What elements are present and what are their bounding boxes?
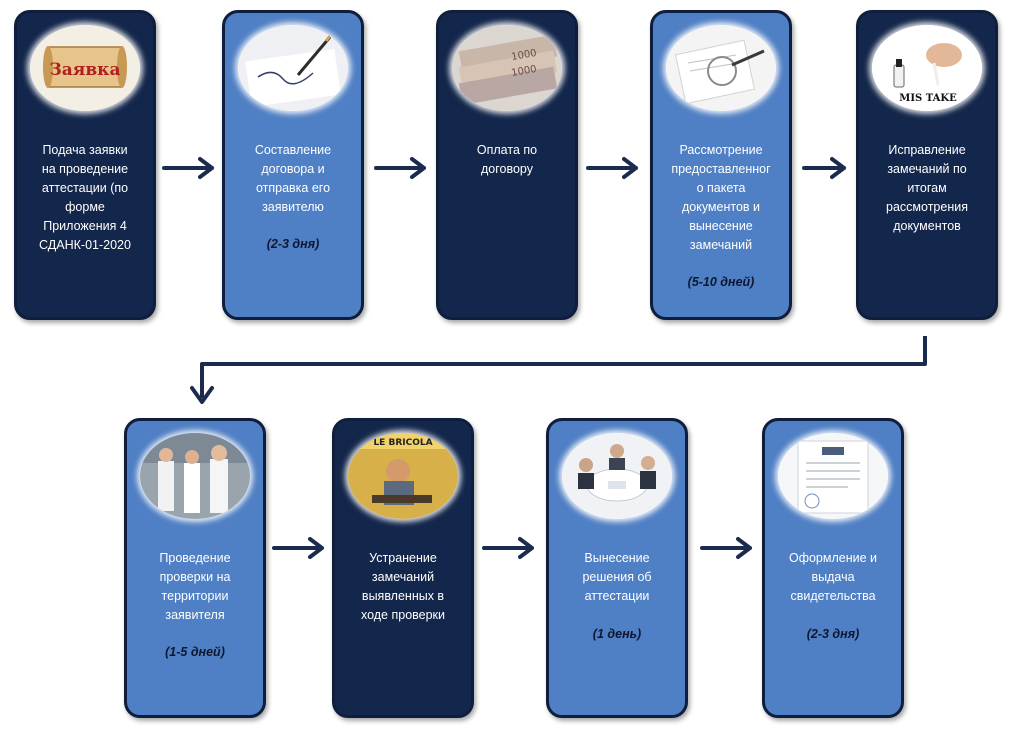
contract-signing-icon [238,25,348,111]
step-1-card: Заявка Подача заявки на проведение аттес… [14,10,156,320]
arrow-right-icon [374,156,430,180]
step-1-line-2: на проведение [41,162,129,176]
magnifier-documents-icon [666,25,776,111]
step-4-line-1: Рассмотрение [679,143,763,157]
step-8-card: Вынесение решения об аттестации (1 день) [546,418,688,718]
arrow-right-icon [700,536,756,560]
step-8-line-1: Вынесение [584,551,650,565]
step-4-line-2: предоставленног [671,162,771,176]
money-banknotes-icon: 1000 1000 [452,25,562,111]
step-5-line-1: Исправление [888,143,966,157]
step-3-line-1: Оплата по [476,143,538,157]
meeting-decision-icon [562,433,672,519]
step-1-line-5: Приложения 4 [43,219,127,233]
step-2-card: Составление договора и отправка его заяв… [222,10,364,320]
svg-text:LE BRICOLA: LE BRICOLA [373,438,432,448]
step-7-card: LE BRICOLA Устранение замечаний выявленн… [332,418,474,718]
step-9-line-2: выдача [811,570,855,584]
step-8-line-2: решения об [582,570,652,584]
svg-text:Заявка: Заявка [50,60,121,80]
step-6-line-3: территории [161,589,229,603]
step-1-line-3: аттестации (по [41,181,129,195]
step-8-line-3: аттестации [584,589,650,603]
step-5-line-5: документов [893,219,961,233]
svg-text:1000: 1000 [511,64,538,79]
step-5-line-4: рассмотрения [886,200,968,214]
step-8-duration: (1 день) [592,627,642,641]
step-5-line-3: итогам [907,181,947,195]
step-1-line-6: СДАНК-01-2020 [39,238,131,252]
step-1-line-4: форме [65,200,105,214]
step-6-line-1: Проведение [159,551,231,565]
step-6-card: Проведение проверки на территории заявит… [124,418,266,718]
step-4-line-3: о пакета [696,181,746,195]
arrow-right-icon [162,156,218,180]
step-4-line-4: документов и [681,200,761,214]
step-1-line-1: Подача заявки [42,143,128,157]
step-6-line-2: проверки на [159,570,231,584]
step-9-duration: (2-3 дня) [806,627,860,641]
step-2-line-1: Составление [254,143,332,157]
arrow-right-icon [482,536,538,560]
step-4-card: Рассмотрение предоставленног о пакета до… [650,10,792,320]
mistake-correction-icon: MIS TAKE [872,25,982,111]
step-9-card: Оформление и выдача свидетельства (2-3 д… [762,418,904,718]
repair-worker-icon: LE BRICOLA [348,433,458,519]
step-6-line-4: заявителя [165,608,225,622]
step-7-line-2: замечаний [371,570,435,584]
step-7-line-4: ходе проверки [360,608,446,622]
step-7-line-1: Устранение [369,551,437,565]
application-scroll-icon: Заявка [30,25,140,111]
step-9-line-3: свидетельства [790,589,876,603]
step-5-card: MIS TAKE Исправление замечаний по итогам… [856,10,998,320]
connector-arrow-icon [188,332,936,408]
step-6-duration: (1-5 дней) [165,645,225,659]
step-2-line-2: договора и [261,162,325,176]
arrow-right-icon [802,156,850,180]
step-5-line-2: замечаний по [887,162,967,176]
step-4-line-5: вынесение [689,219,753,233]
certificate-document-icon [778,433,888,519]
arrow-right-icon [586,156,642,180]
step-2-line-4: заявителю [262,200,324,214]
step-4-duration: (5-10 дней) [687,275,755,289]
step-7-line-3: выявленных в [361,589,445,603]
arrow-right-icon [272,536,328,560]
step-3-card: 1000 1000 Оплата по договору [436,10,578,320]
svg-text:MIS TAKE: MIS TAKE [899,93,957,104]
step-2-duration: (2-3 дня) [266,237,320,251]
step-2-line-3: отправка его [255,181,331,195]
step-4-line-6: замечаний [689,238,753,252]
lab-inspection-icon [140,433,250,519]
step-3-line-2: договору [481,162,533,176]
svg-text:1000: 1000 [511,48,538,63]
step-9-line-1: Оформление и [788,551,878,565]
